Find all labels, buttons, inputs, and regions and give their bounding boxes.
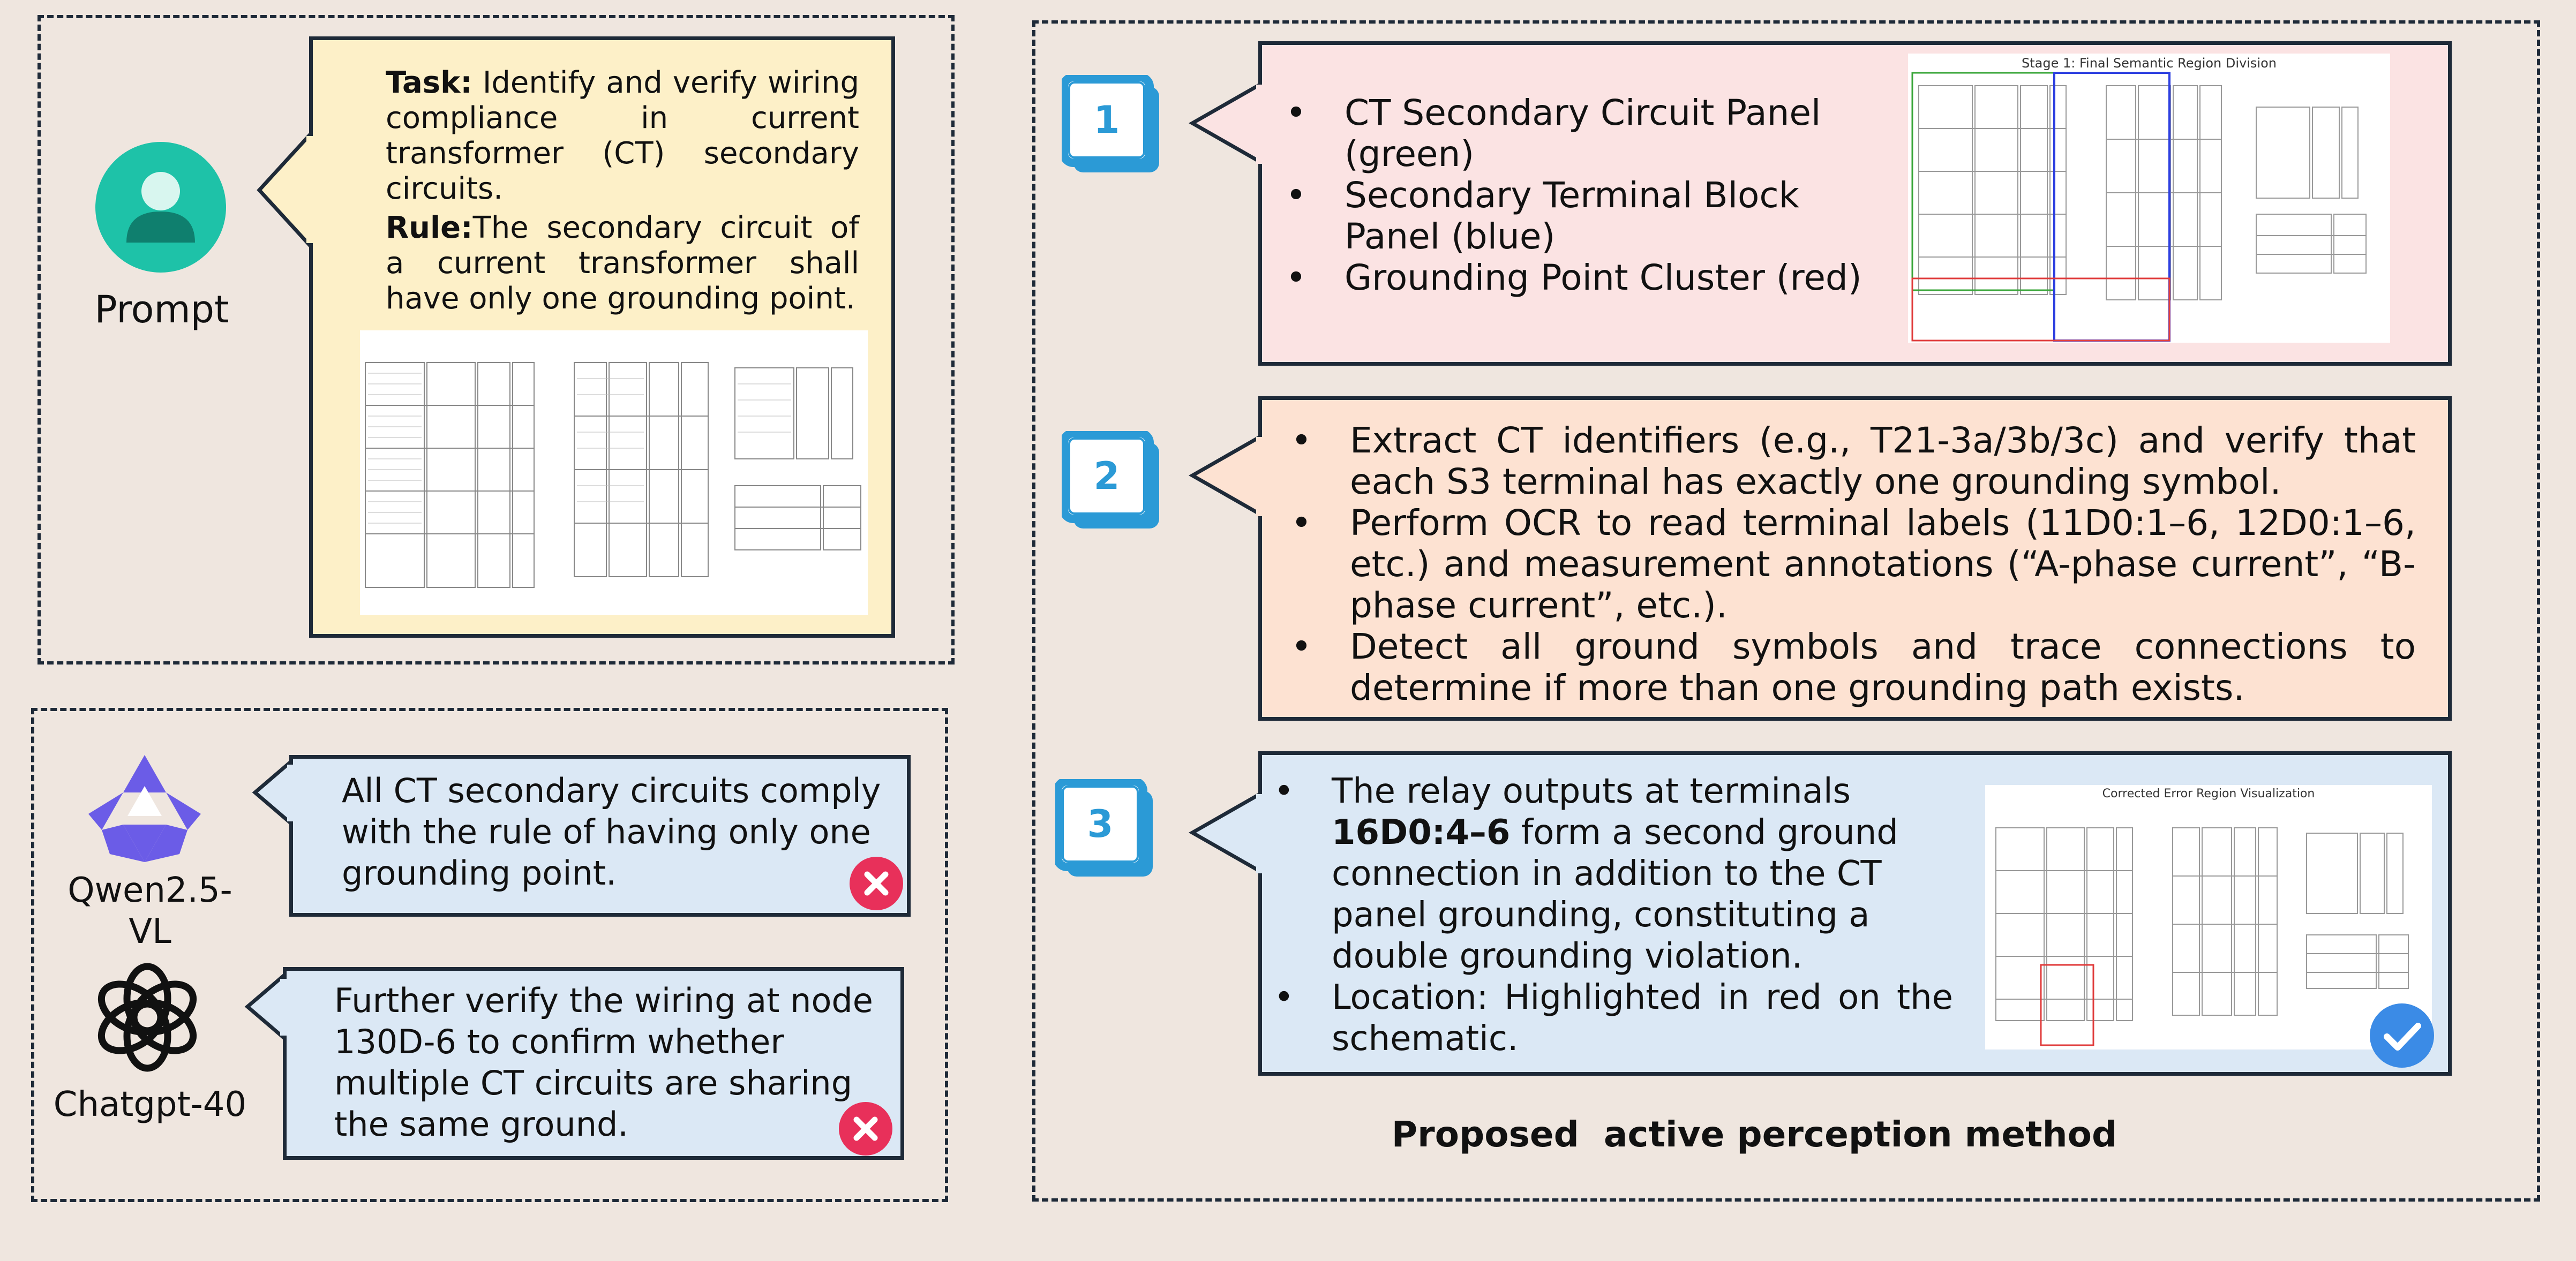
prompt-panel	[37, 15, 955, 665]
qwen-logo-icon	[86, 750, 204, 867]
terminal-highlight: 16D0:4–6	[1332, 813, 1511, 852]
step-2-bullet: Perform OCR to read terminal labels (11D…	[1291, 502, 2416, 626]
rule-text: Rule:The secondary circuit of a current …	[386, 210, 859, 316]
step-1-number: 1	[1093, 98, 1120, 142]
step-3-bullet-post: form a second ground connection in addit…	[1332, 813, 1898, 976]
incorrect-icon	[850, 857, 903, 910]
region-division-image: Stage 1: Final Semantic Region Division	[1908, 54, 2390, 343]
qwen-response-text: All CT secondary circuits comply with th…	[342, 771, 881, 893]
step-1-bullets: CT Secondary Circuit Panel (green) Secon…	[1286, 92, 1875, 298]
openai-logo-icon	[91, 961, 204, 1074]
step-3-bullet: Location: Highlighted in red on the sche…	[1274, 977, 1953, 1060]
task-text: Task: Identify and verify wiring complia…	[386, 65, 859, 207]
task-label: Task:	[386, 65, 472, 100]
prompt-label: Prompt	[94, 288, 229, 331]
method-caption: Proposed active perception method	[1391, 1114, 2117, 1155]
step-3-number: 3	[1087, 802, 1114, 846]
step-2-bullets: Extract CT identifiers (e.g., T21-3a/3b/…	[1291, 420, 2416, 708]
error-region-title: Corrected Error Region Visualization	[2102, 787, 2315, 801]
task-description: Identify and verify wiring compliance in…	[386, 65, 859, 206]
error-region-image: Corrected Error Region Visualization	[1985, 785, 2432, 1049]
qwen-response-card	[289, 755, 911, 917]
chatgpt-response-text: Further verify the wiring at node 130D-6…	[334, 981, 873, 1144]
step-2-bullet: Detect all ground symbols and trace conn…	[1291, 626, 2416, 708]
user-avatar-icon	[95, 142, 227, 273]
step-1-bullet: Secondary Terminal Block Panel (blue)	[1286, 175, 1875, 257]
rule-description: The secondary circuit of a current trans…	[386, 210, 859, 316]
chatgpt-model-name: Chatgpt-40	[53, 1085, 247, 1124]
step-3-bullets: The relay outputs at terminals 16D0:4–6 …	[1274, 771, 1953, 1060]
step-3-badge: 3	[1053, 777, 1168, 886]
chatgpt-response-card	[283, 967, 904, 1160]
qwen-model-name: Qwen2.5-VL	[67, 871, 232, 952]
region-division-title: Stage 1: Final Semantic Region Division	[2022, 56, 2277, 71]
rule-label: Rule:	[386, 210, 473, 245]
baseline-panel	[31, 708, 948, 1202]
step-1-bullet: CT Secondary Circuit Panel (green)	[1286, 92, 1875, 175]
step-3-bullet: The relay outputs at terminals 16D0:4–6 …	[1274, 771, 1953, 977]
correct-check-icon	[2370, 1003, 2434, 1068]
proposed-method-panel	[1032, 20, 2540, 1202]
prompt-schematic-image	[360, 330, 868, 615]
step-2-number: 2	[1093, 454, 1120, 498]
step-1-badge: 1	[1060, 73, 1174, 182]
incorrect-icon	[839, 1102, 892, 1156]
step-2-bullet: Extract CT identifiers (e.g., T21-3a/3b/…	[1291, 420, 2416, 502]
step-2-badge: 2	[1060, 429, 1174, 538]
step-3-bullet-pre: The relay outputs at terminals	[1332, 772, 1851, 811]
step-1-bullet: Grounding Point Cluster (red)	[1286, 257, 1875, 298]
